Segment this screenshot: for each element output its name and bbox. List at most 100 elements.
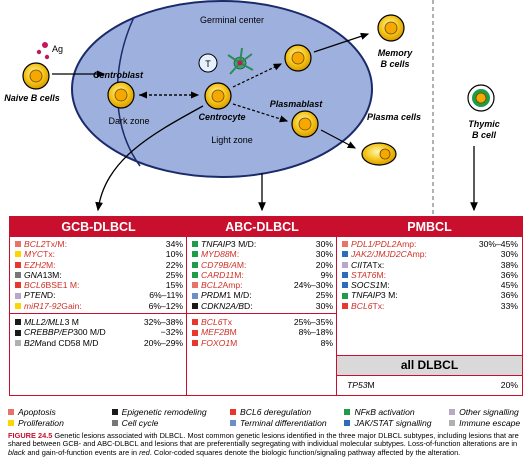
lesion-type: Tx: — [43, 249, 56, 260]
lesion-row: BCL2 Tx/M:34% — [15, 239, 183, 249]
gene-name: MLL2/MLL — [24, 317, 65, 328]
pathway-color-square — [192, 272, 198, 279]
lesion-frequency: 8%–18% — [298, 327, 333, 338]
gene-name: BCL6 — [351, 300, 373, 311]
lesion-frequency: 30% — [500, 249, 518, 260]
legend-color-square — [449, 419, 456, 426]
lesion-type: 3 M — [64, 317, 79, 328]
ag-label: Ag — [52, 44, 63, 54]
pathway-color-square — [342, 282, 348, 289]
pmbcl-title: PMBCL — [337, 217, 522, 237]
lesion-type: D: — [243, 300, 253, 311]
lesion-type: M — [367, 380, 375, 390]
pathway-color-square — [342, 241, 348, 248]
gene-name: GNA — [24, 269, 43, 280]
legend-item: Cell cycle — [111, 418, 230, 428]
lesion-frequency: 25% — [315, 290, 333, 301]
gene-name: MYC — [24, 249, 44, 260]
lesion-type: 300 M/D — [73, 327, 106, 338]
lesion-frequency: 20%–29% — [143, 337, 183, 348]
lesion-type: M: — [234, 269, 244, 280]
pathway-color-square — [15, 329, 21, 336]
lesion-row: CARD11 M:9% — [192, 270, 333, 280]
plasma-cells-label: Plasma cells — [367, 112, 421, 122]
lesion-row: CD79B/A M:20% — [192, 260, 333, 270]
lesion-row: BCL2 Amp:24%–30% — [192, 280, 333, 290]
lesion-frequency: 33% — [500, 300, 518, 311]
centroblast-label: Centroblast — [93, 70, 144, 80]
gene-name: miR17-92 — [24, 300, 62, 311]
lesion-frequency: 25%–35% — [293, 317, 333, 328]
pathway-color-square — [192, 302, 198, 309]
pathway-color-square — [15, 319, 21, 326]
legend-color-square — [344, 419, 351, 426]
pathway-color-square — [342, 292, 348, 299]
germinal-center-label: Germinal center — [200, 15, 264, 25]
pathway-color-square — [15, 302, 21, 309]
lesion-frequency: 32%–38% — [143, 317, 183, 328]
lesion-row: MYC Tx:10% — [15, 249, 183, 259]
lesion-frequency: 20% — [315, 259, 333, 270]
gc-diagram: Ag Naive B cells Centroblast Dark zone G… — [4, 0, 500, 215]
legend-color-square — [111, 419, 118, 426]
figure-caption: FIGURE 24.5 Genetic lesions associated w… — [8, 431, 524, 457]
lesion-type: Tx — [222, 317, 233, 328]
legend-label: Terminal differentiation — [240, 417, 327, 428]
pathway-color-square — [192, 339, 198, 346]
lesion-row: MYD88 M:30% — [192, 249, 333, 259]
lesion-type: 13M: — [42, 269, 62, 280]
pathway-color-square — [192, 319, 198, 326]
thymic-label-1: Thymic — [468, 119, 500, 129]
lesion-row: CIITA Tx:38% — [342, 260, 518, 270]
dark-zone-label: Dark zone — [108, 116, 149, 126]
t-cell — [198, 53, 218, 73]
lesion-frequency: 6%–11% — [149, 290, 183, 301]
lesion-frequency: 6%–12% — [148, 300, 183, 311]
legend-color-square — [8, 408, 14, 415]
lesion-row: BCL6 Tx:33% — [342, 301, 518, 311]
legend-label: JAK/STAT signalling — [354, 417, 432, 428]
plasmablast-label: Plasmablast — [270, 99, 324, 109]
pathway-color-square — [15, 339, 21, 346]
lesion-frequency: 15% — [165, 280, 183, 291]
lesion-type: M: — [380, 280, 390, 291]
thymic-label-2: B cell — [472, 130, 497, 140]
gene-name: JAK2/JMJD2C — [351, 249, 407, 260]
gcb-dlbcl-panel: GCB-DLBCL BCL2 Tx/M:34%MYC Tx:10%EZH2 M:… — [9, 216, 188, 396]
caption-end-text: . Color-coded squares denote the biologi… — [149, 447, 461, 457]
gene-name: CARD11 — [201, 269, 235, 280]
lesion-frequency: 30% — [315, 300, 333, 311]
pathway-color-square — [192, 292, 198, 299]
lesion-type: M — [230, 337, 238, 348]
legend-color-square — [230, 419, 237, 426]
pathway-color-square — [342, 261, 348, 268]
gcb-dlbcl-title: GCB-DLBCL — [10, 217, 187, 237]
legend-color-square — [449, 408, 456, 415]
pathway-color-square — [192, 251, 198, 258]
light-zone-label: Light zone — [211, 135, 253, 145]
legend-item: Immune escape — [449, 418, 528, 428]
legend-item: NFκB activation — [344, 407, 449, 417]
lesion-row: STAT6 M:36% — [342, 270, 518, 280]
lesion-frequency: 36% — [500, 290, 518, 301]
pathway-color-square — [192, 329, 198, 336]
memory-label-2: B cells — [380, 59, 409, 69]
legend-label: Epigenetic remodeling — [121, 406, 207, 417]
gene-name: PRDM — [201, 290, 227, 301]
legend-label: Apoptosis — [18, 406, 56, 417]
figure-number: FIGURE 24.5 — [8, 431, 53, 440]
legend-color-square — [230, 408, 237, 415]
lesion-frequency: 30% — [315, 239, 333, 249]
gene-name: SOCS1 — [351, 280, 381, 291]
lesion-row: SOCS1 M:45% — [342, 280, 518, 290]
legend-item: Other signalling — [449, 407, 528, 417]
lesion-frequency: 25% — [165, 269, 183, 280]
